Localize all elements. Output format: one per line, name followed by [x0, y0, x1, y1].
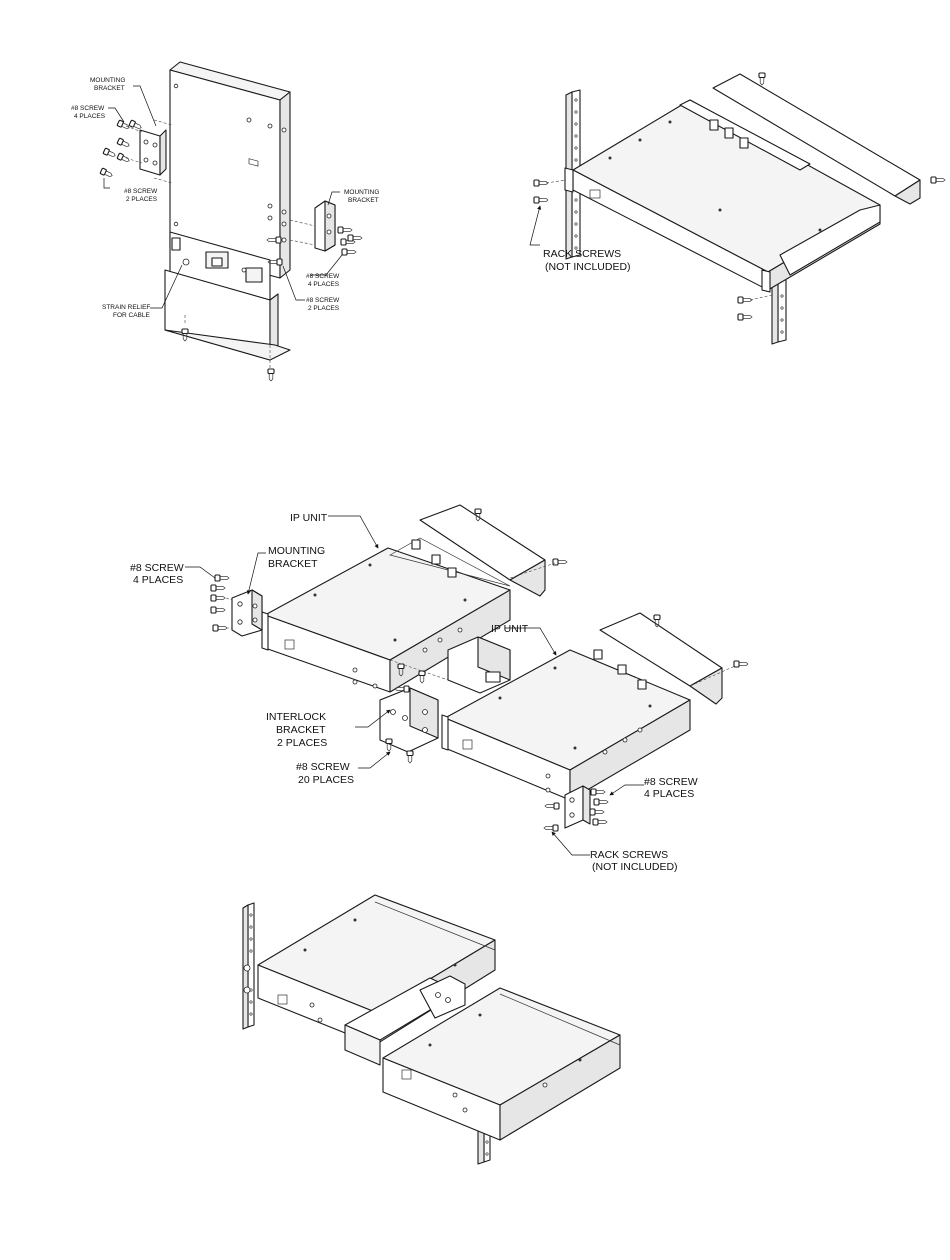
label-strain-relief-l1: STRAIN RELIEF	[102, 304, 150, 311]
label-screw-4-left-2: 4 PLACES	[133, 574, 183, 586]
label-screw-20-1: #8 SCREW	[296, 761, 350, 773]
figure-rack-dual-assembled	[243, 895, 620, 1164]
label-mounting-bracket-r1: MOUNTING	[344, 189, 379, 196]
label-mounting-bracket-1: MOUNTING	[268, 545, 325, 557]
label-ip-unit-1: IP UNIT	[290, 512, 328, 524]
label-screw-2-r1: #8 SCREW	[306, 297, 340, 304]
figure-wall-mount: MOUNTING BRACKET #8 SCREW 4 PLACES #8 SC…	[71, 62, 379, 381]
label-rack-screws-1: RACK SCREWS	[543, 248, 621, 260]
label-rack-screws-3-2: (NOT INCLUDED)	[592, 861, 678, 873]
label-interlock-1: INTERLOCK	[266, 711, 326, 723]
figure-interlock-exploded: IP UNIT #8 SCREW 4 PLACES MOUNTING BRACK…	[130, 505, 748, 873]
label-interlock-2: BRACKET	[276, 724, 326, 736]
label-rack-screws-3-1: RACK SCREWS	[590, 849, 668, 861]
label-rack-screws-2: (NOT INCLUDED)	[545, 261, 631, 273]
label-screw-20-2: 20 PLACES	[298, 774, 354, 786]
label-screw-4-r2: 4 PLACES	[308, 281, 340, 288]
label-mounting-bracket-l1: MOUNTING	[90, 77, 125, 84]
label-screw-2-r2: 2 PLACES	[308, 305, 340, 312]
label-screw-4-right-1: #8 SCREW	[644, 776, 698, 788]
label-interlock-3: 2 PLACES	[277, 737, 327, 749]
label-screw-2-l2: 2 PLACES	[126, 196, 158, 203]
label-screw-2-l1: #8 SCREW	[124, 188, 158, 195]
label-screw-4-r1: #8 SCREW	[306, 273, 340, 280]
label-screw-4-l2: 4 PLACES	[74, 113, 106, 120]
label-screw-4-left-1: #8 SCREW	[130, 562, 184, 574]
label-mounting-bracket-l2: BRACKET	[94, 85, 125, 92]
label-ip-unit-2: IP UNIT	[491, 623, 529, 635]
label-screw-4-right-2: 4 PLACES	[644, 788, 694, 800]
label-mounting-bracket-r2: BRACKET	[348, 197, 379, 204]
label-mounting-bracket-2: BRACKET	[268, 558, 318, 570]
label-screw-4-l1: #8 SCREW	[71, 105, 105, 112]
label-strain-relief-l2: FOR CABLE	[113, 312, 151, 319]
figure-rack-single: RACK SCREWS (NOT INCLUDED)	[530, 73, 945, 344]
